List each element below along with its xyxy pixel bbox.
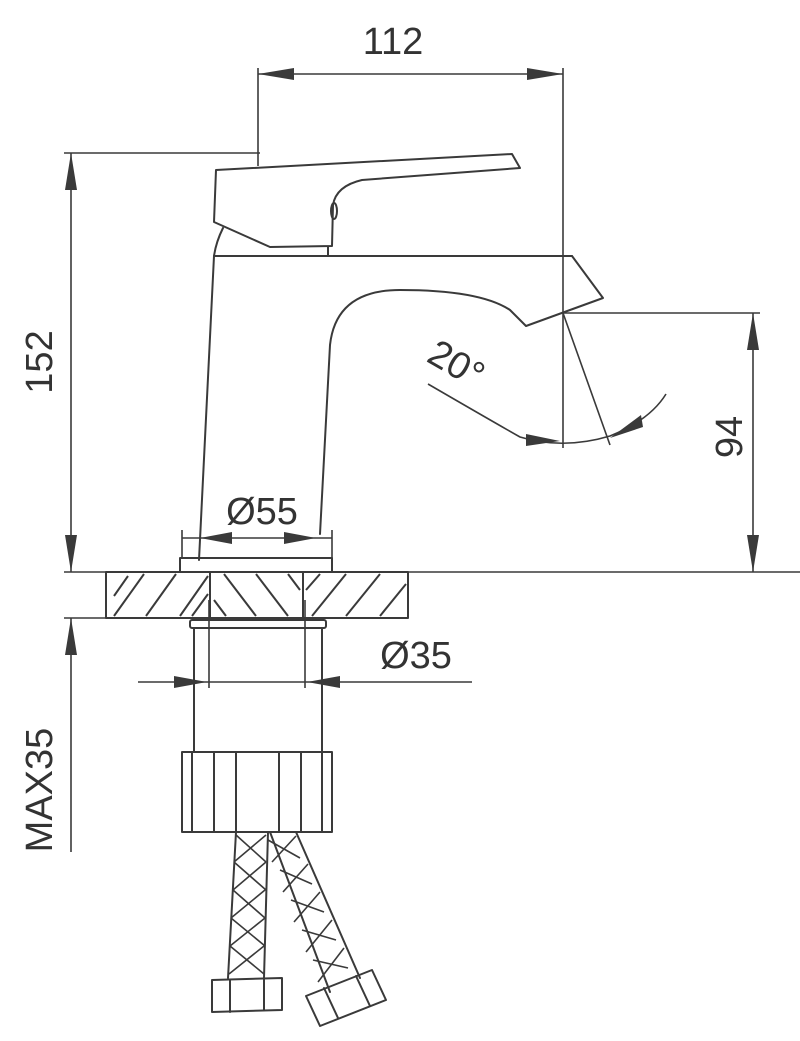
countertop-section [64,571,800,619]
dimension-label-35: Ø35 [380,635,452,677]
dimension-label-112: 112 [363,21,424,63]
base-flange: Ø55 [179,491,333,573]
dimension-max35: MAX35 [19,618,77,852]
dimension-label-152: 152 [19,330,61,393]
mounting-nut [181,751,333,833]
dimension-112: 112 [257,21,564,448]
braided-hose-right [267,831,387,1027]
dimension-152: 152 [19,152,260,572]
dimension-label-55: Ø55 [226,491,298,533]
braided-hose-left [211,831,283,1013]
mounting-shank: Ø35 [138,600,472,753]
dimension-label-94: 94 [709,416,751,458]
dimension-label-max35: MAX35 [19,728,61,853]
dimension-94: 94 [563,312,760,572]
lever-handle [213,153,521,257]
angle-20-annotation: 20° [421,312,667,446]
dimension-label-20deg: 20° [421,332,492,397]
faucet-body [198,227,604,561]
